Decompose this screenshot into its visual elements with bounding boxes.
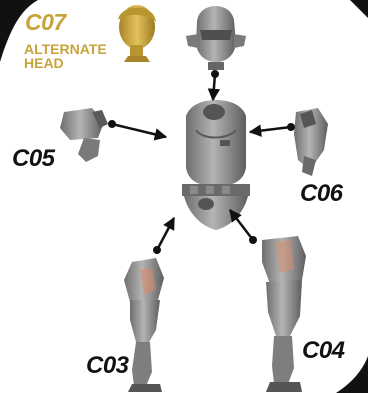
label-c04: C04 (302, 337, 345, 365)
label-c07-line1: ALTERNATE (24, 42, 107, 56)
part-c06-arm (294, 108, 328, 176)
part-c03-leg (124, 258, 164, 392)
label-c07-line2: HEAD (24, 56, 107, 70)
part-helmet-head (186, 6, 246, 70)
label-c07-description: ALTERNATE HEAD (24, 42, 107, 70)
arrow-c03-to-torso (157, 218, 174, 250)
corner-top-right (350, 0, 368, 18)
part-c07-alternate-head (118, 5, 156, 62)
arrow-c05-to-torso (112, 124, 166, 137)
part-c04-leg (262, 236, 306, 392)
label-c03: C03 (86, 352, 129, 380)
label-c05: C05 (12, 145, 55, 173)
arrow-head-to-torso (213, 74, 215, 100)
label-c07: C07 (25, 9, 66, 36)
arrow-c06-to-torso (250, 127, 291, 132)
label-c06: C06 (300, 180, 343, 208)
arrow-c04-to-torso (230, 210, 253, 240)
part-torso (182, 100, 250, 230)
part-c05-arm (60, 108, 108, 162)
